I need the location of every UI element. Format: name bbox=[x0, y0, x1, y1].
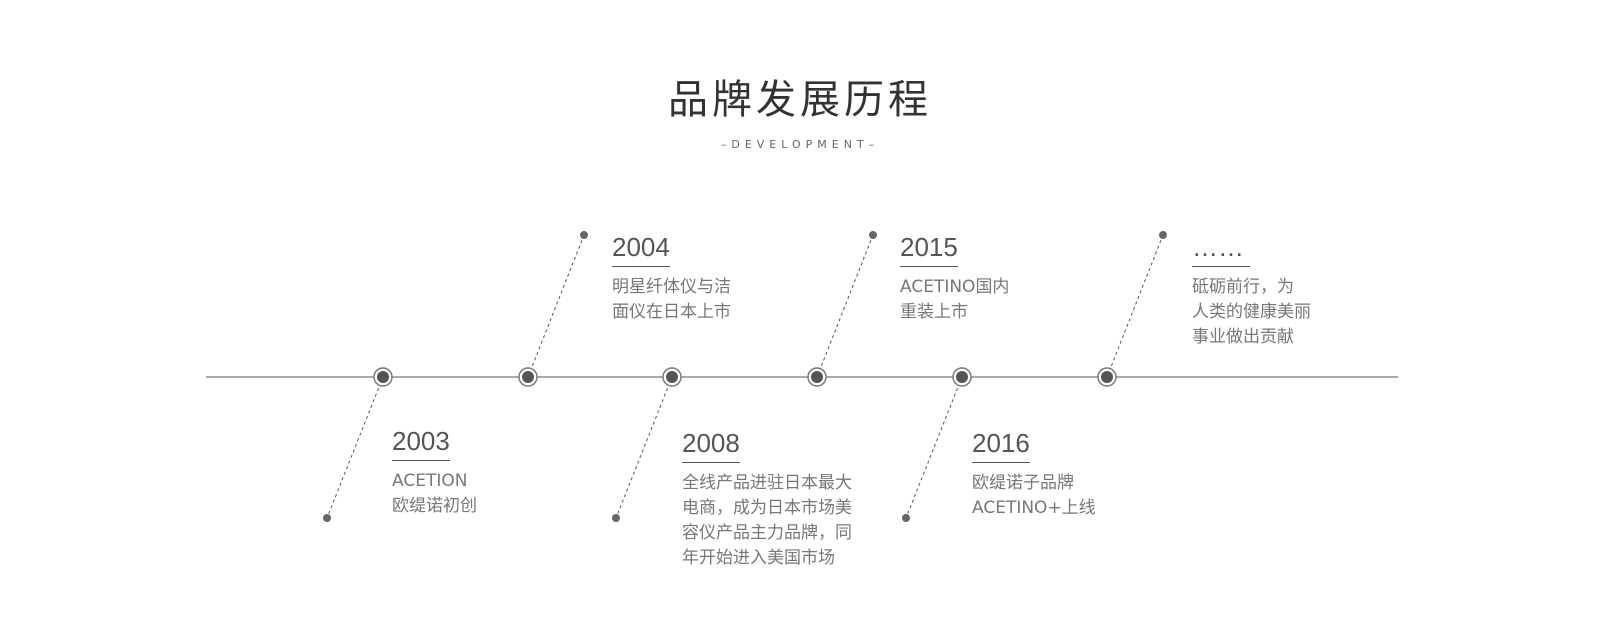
timeline-node-core bbox=[377, 371, 389, 383]
event-description: 全线产品进驻日本最大 电商，成为日本市场美 容仪产品主力品牌，同 年开始进入美国… bbox=[682, 473, 852, 568]
timeline-event-future: …… 砥砺前行，为 人类的健康美丽 事业做出贡献 bbox=[1192, 232, 1382, 350]
connector-end-dot bbox=[323, 514, 331, 522]
connector-end-dot bbox=[869, 231, 877, 239]
event-year: 2016 bbox=[972, 428, 1030, 463]
timeline-node-core bbox=[522, 371, 534, 383]
connector-line bbox=[326, 376, 384, 519]
event-year: 2003 bbox=[392, 426, 450, 461]
event-year: …… bbox=[1192, 232, 1250, 267]
timeline-node-core bbox=[811, 371, 823, 383]
timeline-node-core bbox=[1101, 371, 1113, 383]
timeline-event-2008: 2008 全线产品进驻日本最大 电商，成为日本市场美 容仪产品主力品牌，同 年开… bbox=[682, 428, 882, 571]
timeline-node-core bbox=[666, 371, 678, 383]
connector-line bbox=[816, 234, 874, 378]
connector-line bbox=[527, 234, 585, 378]
event-year: 2008 bbox=[682, 428, 740, 463]
connector-line bbox=[905, 376, 963, 519]
timeline-event-2016: 2016 欧缇诺子品牌 ACETINO+上线 bbox=[972, 428, 1162, 521]
section-subtitle: –DEVELOPMENT– bbox=[720, 138, 880, 151]
timeline-node-core bbox=[956, 371, 968, 383]
section-title: 品牌发展历程 bbox=[668, 77, 932, 123]
event-description: 欧缇诺子品牌 ACETINO+上线 bbox=[972, 473, 1096, 518]
connector-end-dot bbox=[902, 514, 910, 522]
connector-end-dot bbox=[612, 514, 620, 522]
timeline-event-2015: 2015 ACETINO国内 重装上市 bbox=[900, 232, 1090, 325]
event-year: 2004 bbox=[612, 232, 670, 267]
event-description: ACETION 欧缇诺初创 bbox=[392, 471, 477, 516]
connector-line bbox=[1106, 234, 1164, 378]
timeline-event-2004: 2004 明星纤体仪与洁 面仪在日本上市 bbox=[612, 232, 802, 325]
event-description: 砥砺前行，为 人类的健康美丽 事业做出贡献 bbox=[1192, 277, 1311, 347]
event-description: 明星纤体仪与洁 面仪在日本上市 bbox=[612, 277, 731, 322]
event-year: 2015 bbox=[900, 232, 958, 267]
connector-end-dot bbox=[580, 231, 588, 239]
connector-line bbox=[615, 376, 673, 519]
event-description: ACETINO国内 重装上市 bbox=[900, 277, 1010, 322]
connector-end-dot bbox=[1159, 231, 1167, 239]
timeline-event-2003: 2003 ACETION 欧缇诺初创 bbox=[392, 426, 582, 519]
